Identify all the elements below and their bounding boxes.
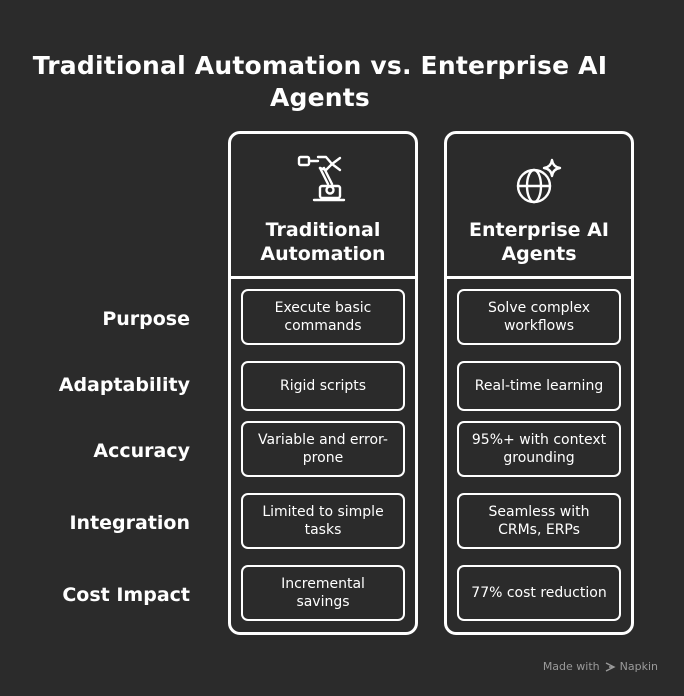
cell-ai-cost-impact: 77% cost reduction	[457, 565, 621, 621]
diagram-title: Traditional Automation vs. Enterprise AI…	[32, 51, 608, 112]
cell-traditional-adaptability: Rigid scripts	[241, 361, 405, 411]
column-traditional-automation: Traditional Automation Execute basic com…	[228, 131, 418, 635]
cell-ai-purpose: Solve complex workflows	[457, 289, 621, 345]
made-with-label: Made with	[542, 660, 600, 673]
column-divider	[231, 276, 415, 279]
row-label-cost-impact: Cost Impact	[62, 584, 190, 606]
column-heading-traditional-automation: Traditional Automation	[260, 219, 386, 265]
cell-traditional-accuracy: Variable and error-prone	[241, 421, 405, 477]
cell-ai-integration: Seamless with CRMs, ERPs	[457, 493, 621, 549]
made-with-napkin: Made with Napkin	[543, 660, 658, 673]
cell-traditional-cost-impact: Incremental savings	[241, 565, 405, 621]
napkin-brand: Napkin	[619, 660, 658, 673]
row-label-adaptability: Adaptability	[58, 374, 190, 396]
cell-ai-accuracy: 95%+ with context grounding	[457, 421, 621, 477]
cell-traditional-purpose: Execute basic commands	[241, 289, 405, 345]
row-label-purpose: Purpose	[102, 308, 190, 330]
cell-traditional-integration: Limited to simple tasks	[241, 493, 405, 549]
robotic-arm-icon	[297, 155, 346, 202]
column-divider	[447, 276, 631, 279]
row-label-accuracy: Accuracy	[93, 440, 190, 462]
column-heading-enterprise-ai-agents: Enterprise AI Agents	[469, 219, 609, 265]
column-enterprise-ai-agents: Enterprise AI Agents Solve complex workf…	[444, 131, 634, 635]
cell-ai-adaptability: Real-time learning	[457, 361, 621, 411]
row-label-integration: Integration	[69, 512, 190, 534]
globe-sparkle-icon	[516, 158, 562, 204]
napkin-logo-icon	[605, 661, 616, 672]
